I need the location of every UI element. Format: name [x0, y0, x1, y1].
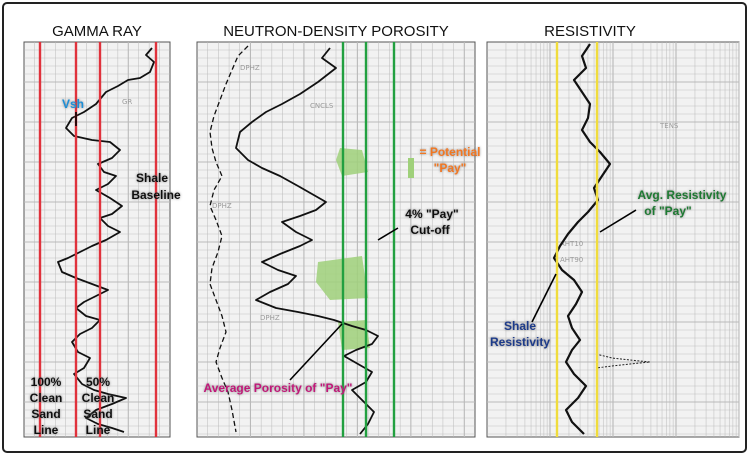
gamma-mnemonic: GR — [122, 98, 132, 106]
clean-sand-100-label-line1: 100% — [31, 375, 62, 389]
reference-lines — [38, 42, 599, 437]
porosity-track-title: NEUTRON-DENSITY POROSITY — [223, 23, 449, 40]
shale-baseline-label-line1: Shale — [136, 171, 168, 185]
resistivity-track-title: RESISTIVITY — [544, 23, 636, 40]
pay-cutoff-label-line1: 4% "Pay" — [405, 207, 458, 221]
resistivity-mnemonic-1: TENS — [659, 122, 679, 130]
clean-sand-50-label-line3: Sand — [83, 407, 112, 421]
leader-lines — [75, 112, 637, 381]
pay-legend-swatch — [408, 158, 414, 178]
avg-resistivity-label-line1: Avg. Resistivity — [638, 188, 727, 202]
clean-sand-100-label-line2: Clean — [30, 391, 63, 405]
resistivity-spike — [595, 353, 651, 369]
clean-sand-100-label-line3: Sand — [31, 407, 60, 421]
leader-avg-porosity — [289, 323, 343, 381]
shale-resistivity-label-line1: Shale — [504, 319, 536, 333]
avg-resistivity-label-line2: of "Pay" — [644, 204, 691, 218]
resistivity-mnemonic-3: AHT90 — [560, 256, 583, 264]
clean-sand-100-label-line4: Line — [34, 423, 59, 437]
porosity-mnemonic-3: DPHZ — [212, 202, 232, 210]
vsh-label: Vsh — [62, 97, 84, 111]
potential-pay-label-line1: = Potential — [419, 145, 480, 159]
potential-pay-label-line2: "Pay" — [434, 161, 467, 175]
neutron-porosity-curve — [209, 45, 249, 433]
clean-sand-50-label-line1: 50% — [86, 375, 110, 389]
pay-cutoff-label-line2: Cut-off — [410, 223, 450, 237]
leader-cutoff — [377, 227, 399, 241]
resistivity-curve — [552, 43, 612, 435]
porosity-mnemonic-2: CNCLS — [310, 102, 334, 110]
shale-baseline-label-line2: Baseline — [131, 188, 181, 202]
leader-shale-resistivity — [531, 273, 557, 323]
resistivity-grid — [487, 42, 740, 437]
resistivity-mnemonic-2: AHT10 — [560, 240, 583, 248]
leader-avg-resistivity — [599, 209, 637, 233]
pay-zone-fill-3 — [338, 320, 370, 350]
gamma-track-title: GAMMA RAY — [52, 23, 142, 40]
clean-sand-50-label-line2: Clean — [82, 391, 115, 405]
clean-sand-50-label-line4: Line — [86, 423, 111, 437]
shale-resistivity-label-line2: Resistivity — [490, 335, 550, 349]
density-porosity-curve — [235, 47, 379, 435]
average-porosity-label: Average Porosity of "Pay" — [204, 381, 353, 395]
porosity-mnemonic-1: DPHZ — [240, 64, 260, 72]
porosity-mnemonic-4: DPHZ — [260, 314, 280, 322]
